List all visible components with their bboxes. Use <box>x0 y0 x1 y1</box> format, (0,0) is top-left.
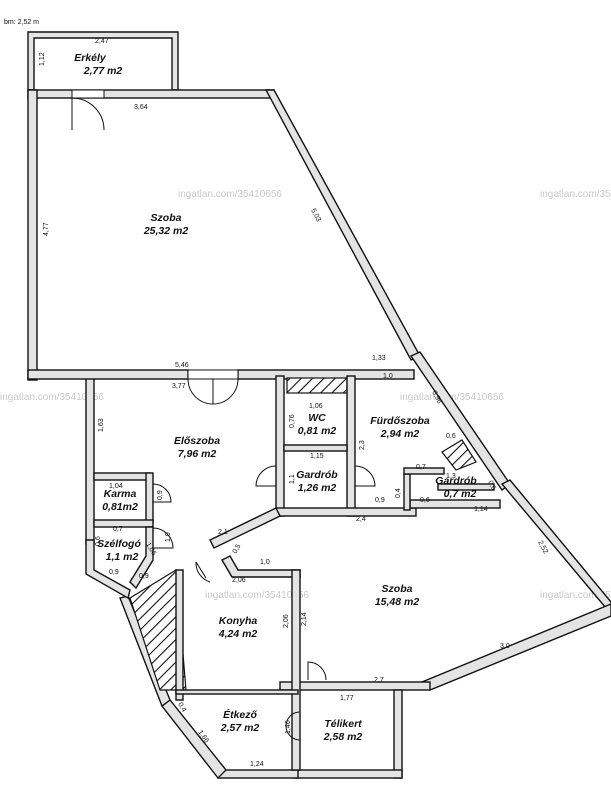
room-labels: Erkély 2,77 m2 Szoba 25,32 m2 Előszoba 7… <box>74 52 477 743</box>
dim-label: 1,0 <box>383 373 393 380</box>
dim-label: 5,03 <box>309 208 322 223</box>
dim-label: 4,77 <box>43 222 50 236</box>
interior-walls <box>93 375 501 771</box>
room-area-szelfogo: 1,1 m2 <box>106 551 139 563</box>
dim-label: 1,77 <box>340 695 354 702</box>
watermarks: ingatlan.com/35410656 ingatlan.com/35410… <box>0 189 611 601</box>
dim-label: 1,0 <box>260 559 270 566</box>
dim-label: 2,3 <box>359 440 366 450</box>
watermark: ingatlan.com/35410656 <box>178 189 282 200</box>
dim-label: 1,1 <box>289 474 296 484</box>
room-name-erkely: Erkély <box>74 52 107 64</box>
dim-label: 0,6 <box>446 433 456 440</box>
dim-label: 1,24 <box>250 761 264 768</box>
dim-label: 1,04 <box>109 483 123 490</box>
dim-label: 2,4 <box>356 516 366 523</box>
dim-label: 0,9 <box>375 497 385 504</box>
room-name-etkezo: Étkező <box>223 708 257 721</box>
dim-label: 0,76 <box>289 414 296 428</box>
room-area-szoba-2: 15,48 m2 <box>375 596 420 608</box>
room-name-szoba-1: Szoba <box>151 212 182 224</box>
dim-label: 1,0 <box>165 532 172 542</box>
dimension-labels: 2,47 1,12 3,64 4,77 5,03 5,46 1,33 3,77 … <box>39 38 549 768</box>
room-name-szoba-2: Szoba <box>382 583 413 595</box>
room-name-gardrob-1: Gardrób <box>296 469 338 481</box>
dim-label: 1,14 <box>474 506 488 513</box>
room-area-gardrob-1: 1,26 m2 <box>298 482 337 494</box>
dim-label: 2,7 <box>374 677 384 684</box>
dim-label: 3,64 <box>134 104 148 111</box>
room-area-etkezo: 2,57 m2 <box>220 722 260 734</box>
dim-label: 0,6 <box>486 480 497 492</box>
dim-label: 1,12 <box>39 52 46 66</box>
dim-label: 2,1 <box>218 529 228 536</box>
dim-label: 1,46 <box>285 720 292 734</box>
dim-label: 0,7 <box>113 526 123 533</box>
room-name-furdoszoba: Fürdőszoba <box>370 415 430 427</box>
dim-label: 2,06 <box>283 614 290 628</box>
room-area-telikert: 2,58 m2 <box>323 731 363 743</box>
room-name-gardrob-2: Gardrób <box>435 475 477 487</box>
outer-walls <box>27 89 611 780</box>
dim-label: 1,06 <box>309 403 323 410</box>
room-area-konyha: 4,24 m2 <box>218 628 258 640</box>
dim-label: 0,9 <box>109 569 119 576</box>
scale-label: bm: 2,52 m <box>4 19 39 26</box>
dim-label: 0,5 <box>232 543 243 555</box>
room-area-gardrob-2: 0,7 m2 <box>444 488 477 500</box>
dim-label: 5,46 <box>175 362 189 369</box>
dim-label: 0,4 <box>395 488 402 498</box>
watermark: ingatlan.com/35410656 <box>205 590 309 601</box>
room-name-eloszoba: Előszoba <box>174 435 220 447</box>
room-area-furdoszoba: 2,94 m2 <box>380 428 420 440</box>
dim-label: 1,15 <box>310 453 324 460</box>
watermark: ingatlan.com/35410656 <box>0 392 104 403</box>
dim-label: 2,52 <box>536 540 549 555</box>
room-area-wc: 0,81 m2 <box>298 425 337 437</box>
room-area-eloszoba: 7,96 m2 <box>178 448 217 460</box>
room-area-erkely: 2,77 m2 <box>83 65 123 77</box>
dim-label: 2,47 <box>95 38 109 45</box>
dim-label: 0,4 <box>176 702 187 714</box>
dim-label: 3,0 <box>500 643 510 650</box>
room-name-karma: Karma <box>104 488 137 500</box>
room-area-karma: 0,81m2 <box>102 501 138 513</box>
dim-label: 2,14 <box>301 612 308 626</box>
room-name-szelfogo: Szélfogó <box>97 538 141 550</box>
room-name-konyha: Konyha <box>219 615 258 627</box>
doors <box>71 89 376 741</box>
dim-label: 3,77 <box>172 383 186 390</box>
watermark: ingatlan.com/35410656 <box>400 392 504 403</box>
dim-label: 0,7 <box>416 464 426 471</box>
dim-label: 1,33 <box>372 355 386 362</box>
dim-label: 2,06 <box>232 577 246 584</box>
watermark: ingatlan.com/35410656 <box>540 189 611 200</box>
dim-label: 0,9 <box>139 573 149 580</box>
dim-label: 0,9 <box>157 490 164 500</box>
room-name-telikert: Télikert <box>324 718 362 730</box>
dim-label: 0,6 <box>95 536 102 546</box>
dim-label: 1,63 <box>98 418 105 432</box>
dim-label: 0,6 <box>420 497 430 504</box>
dim-label: 1,3 <box>446 473 456 480</box>
watermark: ingatlan.com/35410656 <box>540 590 611 601</box>
room-name-wc: WC <box>308 412 326 424</box>
room-area-szoba-1: 25,32 m2 <box>143 225 189 237</box>
